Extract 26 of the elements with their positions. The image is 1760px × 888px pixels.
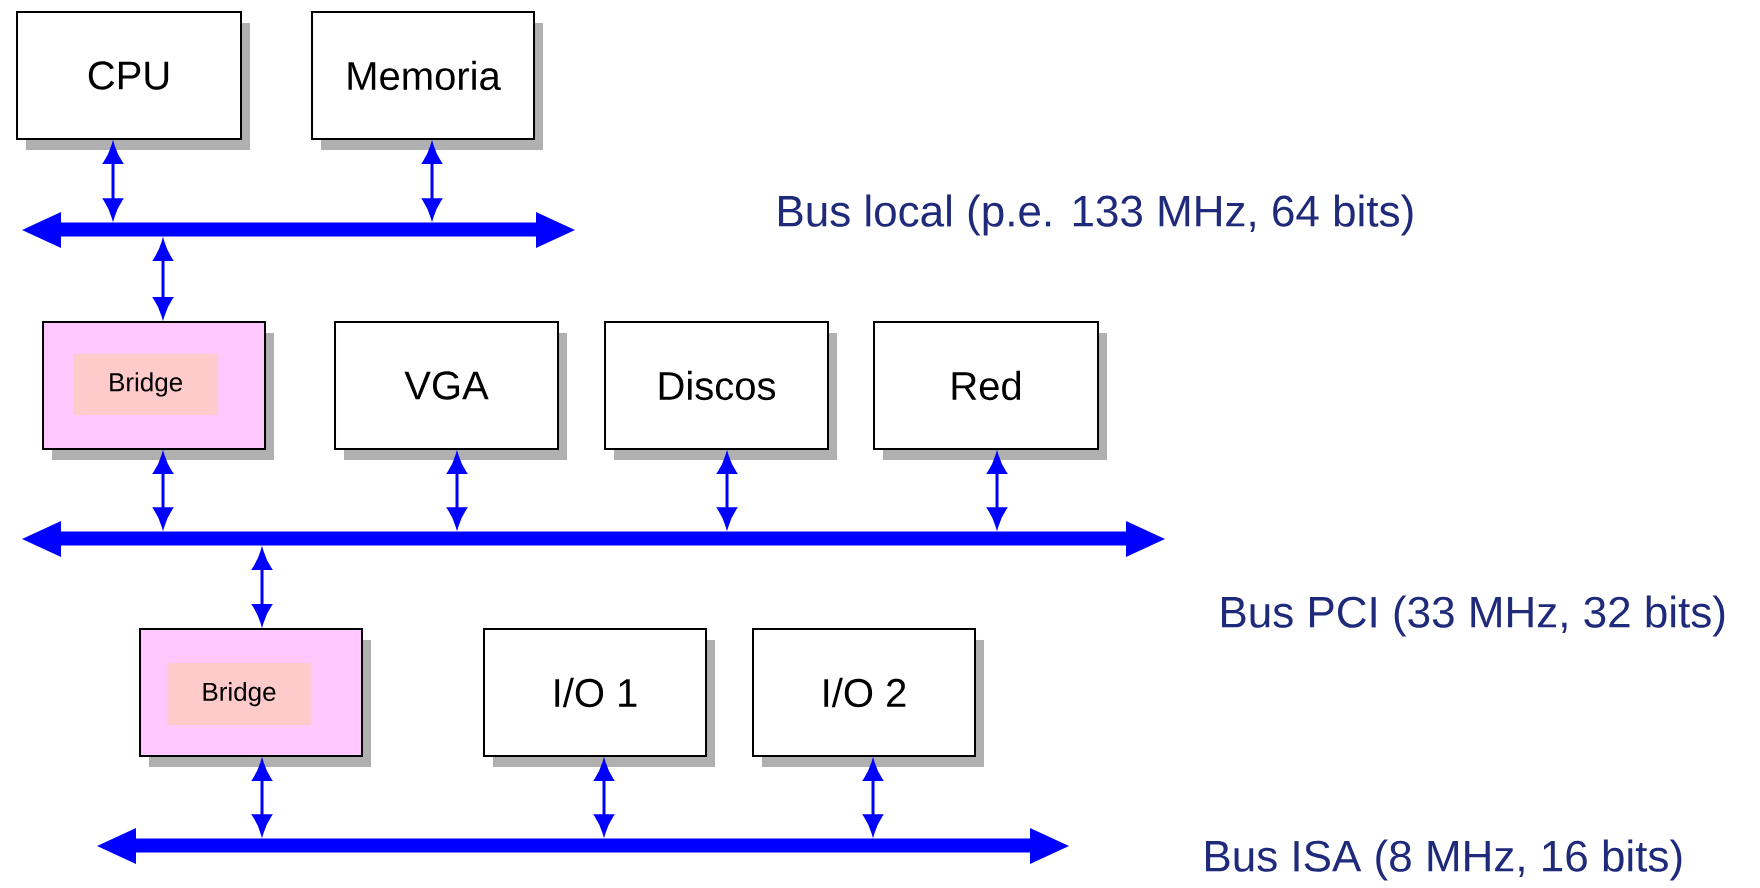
component-box: I/O 2 <box>752 628 984 767</box>
connector-arrow <box>103 143 123 219</box>
bus-label: Bus ISA (8 MHz, 16 bits) <box>1206 839 1682 881</box>
component-box: Discos <box>604 321 837 460</box>
connector-arrow <box>447 453 467 528</box>
connector-arrow <box>594 760 614 835</box>
component-box: VGA <box>334 321 567 460</box>
bus-label: Bus PCI (33 MHz, 32 bits) <box>1222 595 1725 637</box>
connector-arrow <box>422 143 442 219</box>
connector-arrow <box>153 453 173 528</box>
connector-arrow <box>987 453 1007 528</box>
bridge-label: Bridge <box>73 354 219 415</box>
connector-arrow <box>863 760 883 835</box>
bus-label: Bus local (p.e. 133 MHz, 64 bits) <box>779 194 1413 236</box>
component-box: Memoria <box>311 11 543 150</box>
component-box: CPU <box>16 11 250 150</box>
bridge-label: Bridge <box>167 663 311 726</box>
component-box: Red <box>873 321 1107 460</box>
connector-arrow <box>252 760 272 835</box>
bus-arrow <box>22 212 575 248</box>
connector-arrow <box>153 240 173 318</box>
bus-arrow <box>97 828 1069 864</box>
connector-arrow <box>252 549 272 625</box>
connector-arrow <box>717 453 737 528</box>
component-box: I/O 1 <box>483 628 715 767</box>
bus-arrow <box>22 521 1165 557</box>
